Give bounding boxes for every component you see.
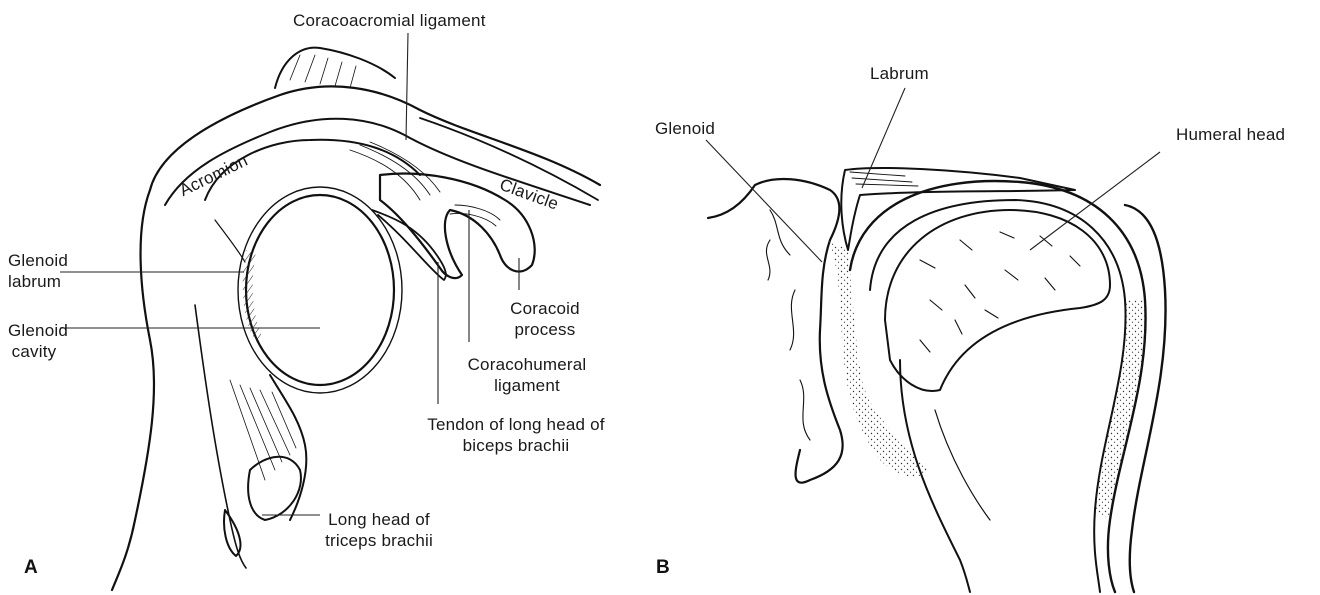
panel-letter-b: B: [656, 557, 670, 579]
label-glenoid-labrum: Glenoid labrum: [8, 250, 60, 292]
label-glenoid-labrum-line1: Glenoid: [8, 250, 60, 271]
acromion-tip: [275, 48, 395, 88]
humeral-head-bone: [885, 210, 1110, 391]
glenoid-bone-outline: [708, 179, 843, 483]
label-biceps-tendon: Tendon of long head of biceps brachii: [402, 414, 630, 456]
label-labrum: Labrum: [870, 63, 929, 84]
label-coracoid-process: Coracoid process: [505, 298, 585, 340]
scapula-inner-border: [195, 305, 246, 568]
label-coracohumeral-ligament: Coracohumeral ligament: [462, 354, 592, 396]
leader-coracoacromial: [406, 33, 408, 140]
label-coracohumeral-line1: Coracohumeral: [462, 354, 592, 375]
label-glenoid-cavity: Glenoid cavity: [8, 320, 60, 362]
label-glenoid-labrum-line2: labrum: [8, 271, 60, 292]
label-triceps-long-head: Long head of triceps brachii: [318, 509, 440, 551]
label-glenoid-cavity-line2: cavity: [8, 341, 60, 362]
label-triceps-line1: Long head of: [318, 509, 440, 530]
label-coracoid-process-line2: process: [505, 319, 585, 340]
leader-glenoid: [706, 140, 822, 262]
panel-b-drawing: [708, 168, 1166, 592]
label-biceps-tendon-line2: biceps brachii: [402, 435, 630, 456]
label-biceps-tendon-line1: Tendon of long head of: [402, 414, 630, 435]
label-glenoid-cavity-line1: Glenoid: [8, 320, 60, 341]
panel-letter-a: A: [24, 557, 38, 579]
biceps-tendon: [372, 210, 446, 280]
leader-labrum: [862, 88, 905, 188]
label-coracoid-process-line1: Coracoid: [505, 298, 585, 319]
label-glenoid: Glenoid: [655, 118, 715, 139]
label-coracohumeral-line2: ligament: [462, 375, 592, 396]
glenoid-cavity-oval: [246, 195, 394, 385]
humeral-head-capsule: [850, 181, 1146, 592]
label-coracoacromial-ligament: Coracoacromial ligament: [293, 10, 486, 31]
label-triceps-line2: triceps brachii: [318, 530, 440, 551]
glenoid-labrum-ring: [238, 187, 402, 393]
labrum-top: [841, 168, 1075, 250]
label-humeral-head: Humeral head: [1176, 124, 1285, 145]
panel-b-leader-lines: [706, 88, 1160, 262]
leader-humeral-head: [1030, 152, 1160, 250]
scapula-outline: [112, 190, 154, 590]
coracoacromial-ligament-fibres: [350, 142, 440, 200]
